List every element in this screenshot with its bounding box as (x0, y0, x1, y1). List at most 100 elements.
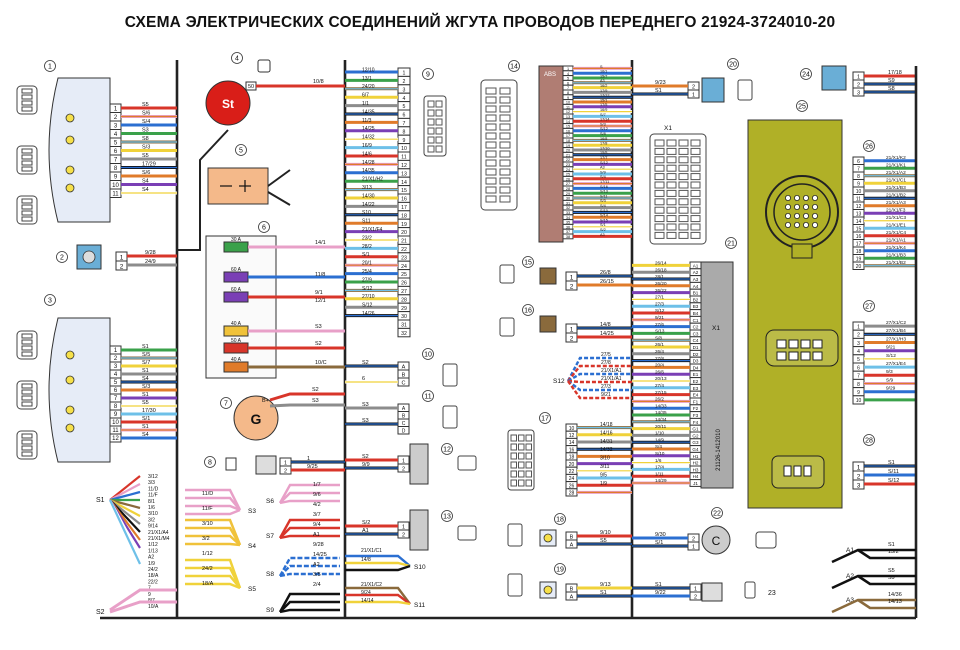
fuse-wire-code: 11/8 (315, 272, 325, 278)
component-number-6-circle (258, 221, 270, 233)
c26-wire-code: 21/X1/A1 (886, 238, 906, 244)
left-bundle-code: 9/14 (148, 524, 158, 530)
connector-21-pin-label: H1 (693, 454, 699, 459)
c24-wire-code: 17/18 (888, 70, 902, 76)
c9-wire-code: 24/20 (362, 84, 375, 90)
splice-group-wire (185, 574, 241, 589)
c26-wire-code: 21/X1/K1 (886, 163, 906, 169)
s2-wire (109, 588, 177, 612)
c21-wire-code: 1/6 (655, 458, 662, 463)
x1-connector-view-pin (654, 164, 665, 172)
component-number-18: 18 (556, 517, 564, 524)
c21-wire-code: 20/11 (655, 424, 667, 429)
lamp-1-pin-label: 10 (112, 183, 119, 189)
fuse-icon (223, 342, 249, 354)
connector-17-view-pin (518, 434, 525, 442)
lamp-3-wire-code: S5 (142, 400, 149, 406)
splice-group-wire (185, 566, 242, 589)
c21-wire-code: 26/20 (655, 281, 667, 286)
connector-21-pin-label: H3 (693, 467, 699, 472)
c28-wire-code: S/12 (888, 478, 899, 484)
lamp-3-pin-label: 10 (112, 420, 119, 426)
abs-connector-view-pin (485, 177, 497, 185)
c27-wire-code: 9/3 (886, 369, 893, 375)
lamp-bulb-icon (65, 113, 75, 123)
component-number-28: 28 (865, 438, 873, 445)
connector-9-pin-label: 28 (401, 297, 407, 303)
c14-wire-code: 17/5 (600, 103, 607, 107)
c14-wire-code: S (600, 65, 603, 69)
x1-connector-view-pin (666, 147, 677, 155)
bottom-right-code: S5 (888, 568, 895, 574)
c14-wire-code: A3 (600, 233, 605, 237)
s2-wire (109, 600, 177, 614)
x1-connector-view-pin (654, 173, 665, 181)
c14-wire-code: S/9 (600, 170, 606, 174)
connector-26-pin-label: 8 (857, 174, 860, 180)
c21-wire-code: 26/14 (655, 261, 667, 266)
c9-wire-code: S11 (362, 219, 371, 225)
connector-21-pin-label: B3 (693, 304, 699, 309)
fuse-wire-code: S3 (315, 324, 322, 330)
lamp-housing-1 (48, 77, 111, 223)
fuse-label: 60 A (231, 287, 242, 293)
connector-9-pin-label: 3 (403, 87, 406, 93)
abs-connector-view-pin (485, 150, 497, 158)
connector-26-view-pin (794, 221, 801, 228)
connector-20-pin-label: 1 (692, 92, 695, 98)
splice-s12: S12 (553, 378, 565, 385)
connector-view-1-pin (21, 198, 33, 204)
group-code: 1/12 (202, 551, 213, 557)
splice-label: A2 (846, 573, 854, 580)
component-number-8-circle (204, 456, 216, 468)
connector-10-view (442, 363, 458, 387)
connector-2-pin-label: 2 (120, 263, 124, 270)
component-number-20-circle (727, 58, 739, 70)
component-number-25: 25 (798, 104, 806, 111)
x1-connector-view-pin (654, 156, 665, 164)
c14-wire-code: 17/9 (600, 89, 607, 93)
c14-wire-code: 16/9 (600, 108, 607, 112)
actuator-22 (701, 525, 731, 555)
connector-14-pin-label: 5 (567, 77, 569, 81)
horn-12-icon (409, 443, 429, 485)
c21-wire-code: 14/9 (655, 437, 664, 442)
c26-wire-code: 21/X1/K2 (886, 155, 906, 161)
connector-21-pin-label: F4 (693, 420, 699, 425)
x1-connector-view-pin (690, 198, 701, 206)
s12-wire (567, 379, 632, 384)
connector-21-pin-label: E1 (693, 372, 699, 377)
lamp-3-pin-label: 12 (112, 436, 119, 442)
c27-wire-code: 27/X1/H3 (886, 336, 906, 342)
connector-view-1-pin (21, 88, 33, 94)
abs-connector-view-pin (499, 123, 511, 131)
connector-14-pin-label: 17 (566, 134, 570, 138)
connector-9-view-pin (435, 109, 443, 117)
s10-s11-code: 21/X1/C1 (361, 548, 382, 554)
x1-connector-view-pin (678, 231, 689, 239)
c9-wire-code: 28/2 (362, 244, 372, 250)
abs-connector-view-pin (485, 159, 497, 167)
battery-ground-wire (177, 129, 229, 251)
component-number-22: 22 (713, 511, 721, 518)
x1-connector-view-pin (690, 206, 701, 214)
connector-26-pin-label: 18 (856, 249, 862, 255)
s10-wire (345, 561, 411, 568)
c21-wire-code: S/10 (655, 451, 665, 456)
lamp-3-wire-code: S4 (142, 432, 149, 438)
c28-wire-code: S/11 (888, 469, 899, 475)
c21-wire-code: 27/1 (655, 295, 664, 300)
left-bundle-code: 22/2 (148, 579, 158, 585)
connector-view-1-pin (21, 106, 33, 112)
c27-wire-code: S/9 (886, 377, 894, 383)
left-bundle-code: 3/12 (148, 474, 158, 480)
c21-wire-code: S/13 (655, 329, 665, 334)
splice-group-wire (185, 542, 241, 547)
connector-26-view-pin (785, 221, 792, 228)
connector-view-1-pin (21, 160, 33, 166)
connector-14-pin-label: 7 (567, 86, 569, 90)
fuse-label: 60 A (231, 267, 242, 273)
x1-connector-view-pin (690, 181, 701, 189)
connector-13-view (457, 525, 477, 541)
x1-connector-view-pin (678, 206, 689, 214)
